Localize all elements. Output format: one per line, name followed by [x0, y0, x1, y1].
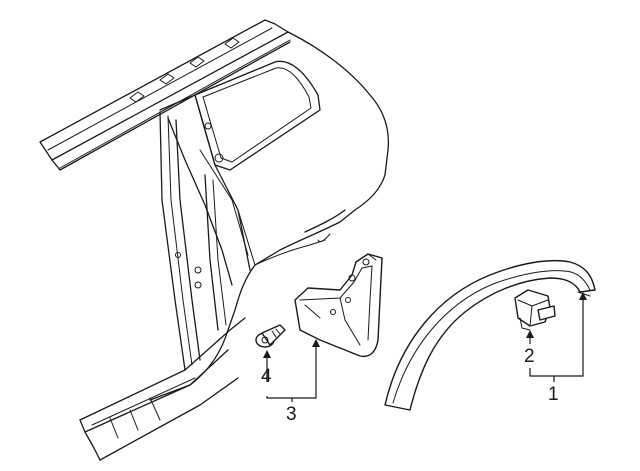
callout-4: 4 — [261, 366, 272, 387]
callout-2: 2 — [524, 346, 535, 367]
screw-part — [255, 324, 286, 348]
callout-3: 3 — [286, 404, 297, 425]
mud-flap-part — [294, 253, 383, 358]
clip-part — [514, 289, 556, 331]
callout-1: 1 — [548, 384, 559, 405]
wheel-moulding-part — [384, 259, 596, 411]
quarter-panel — [39, 19, 390, 461]
leader-lines — [263, 292, 587, 402]
